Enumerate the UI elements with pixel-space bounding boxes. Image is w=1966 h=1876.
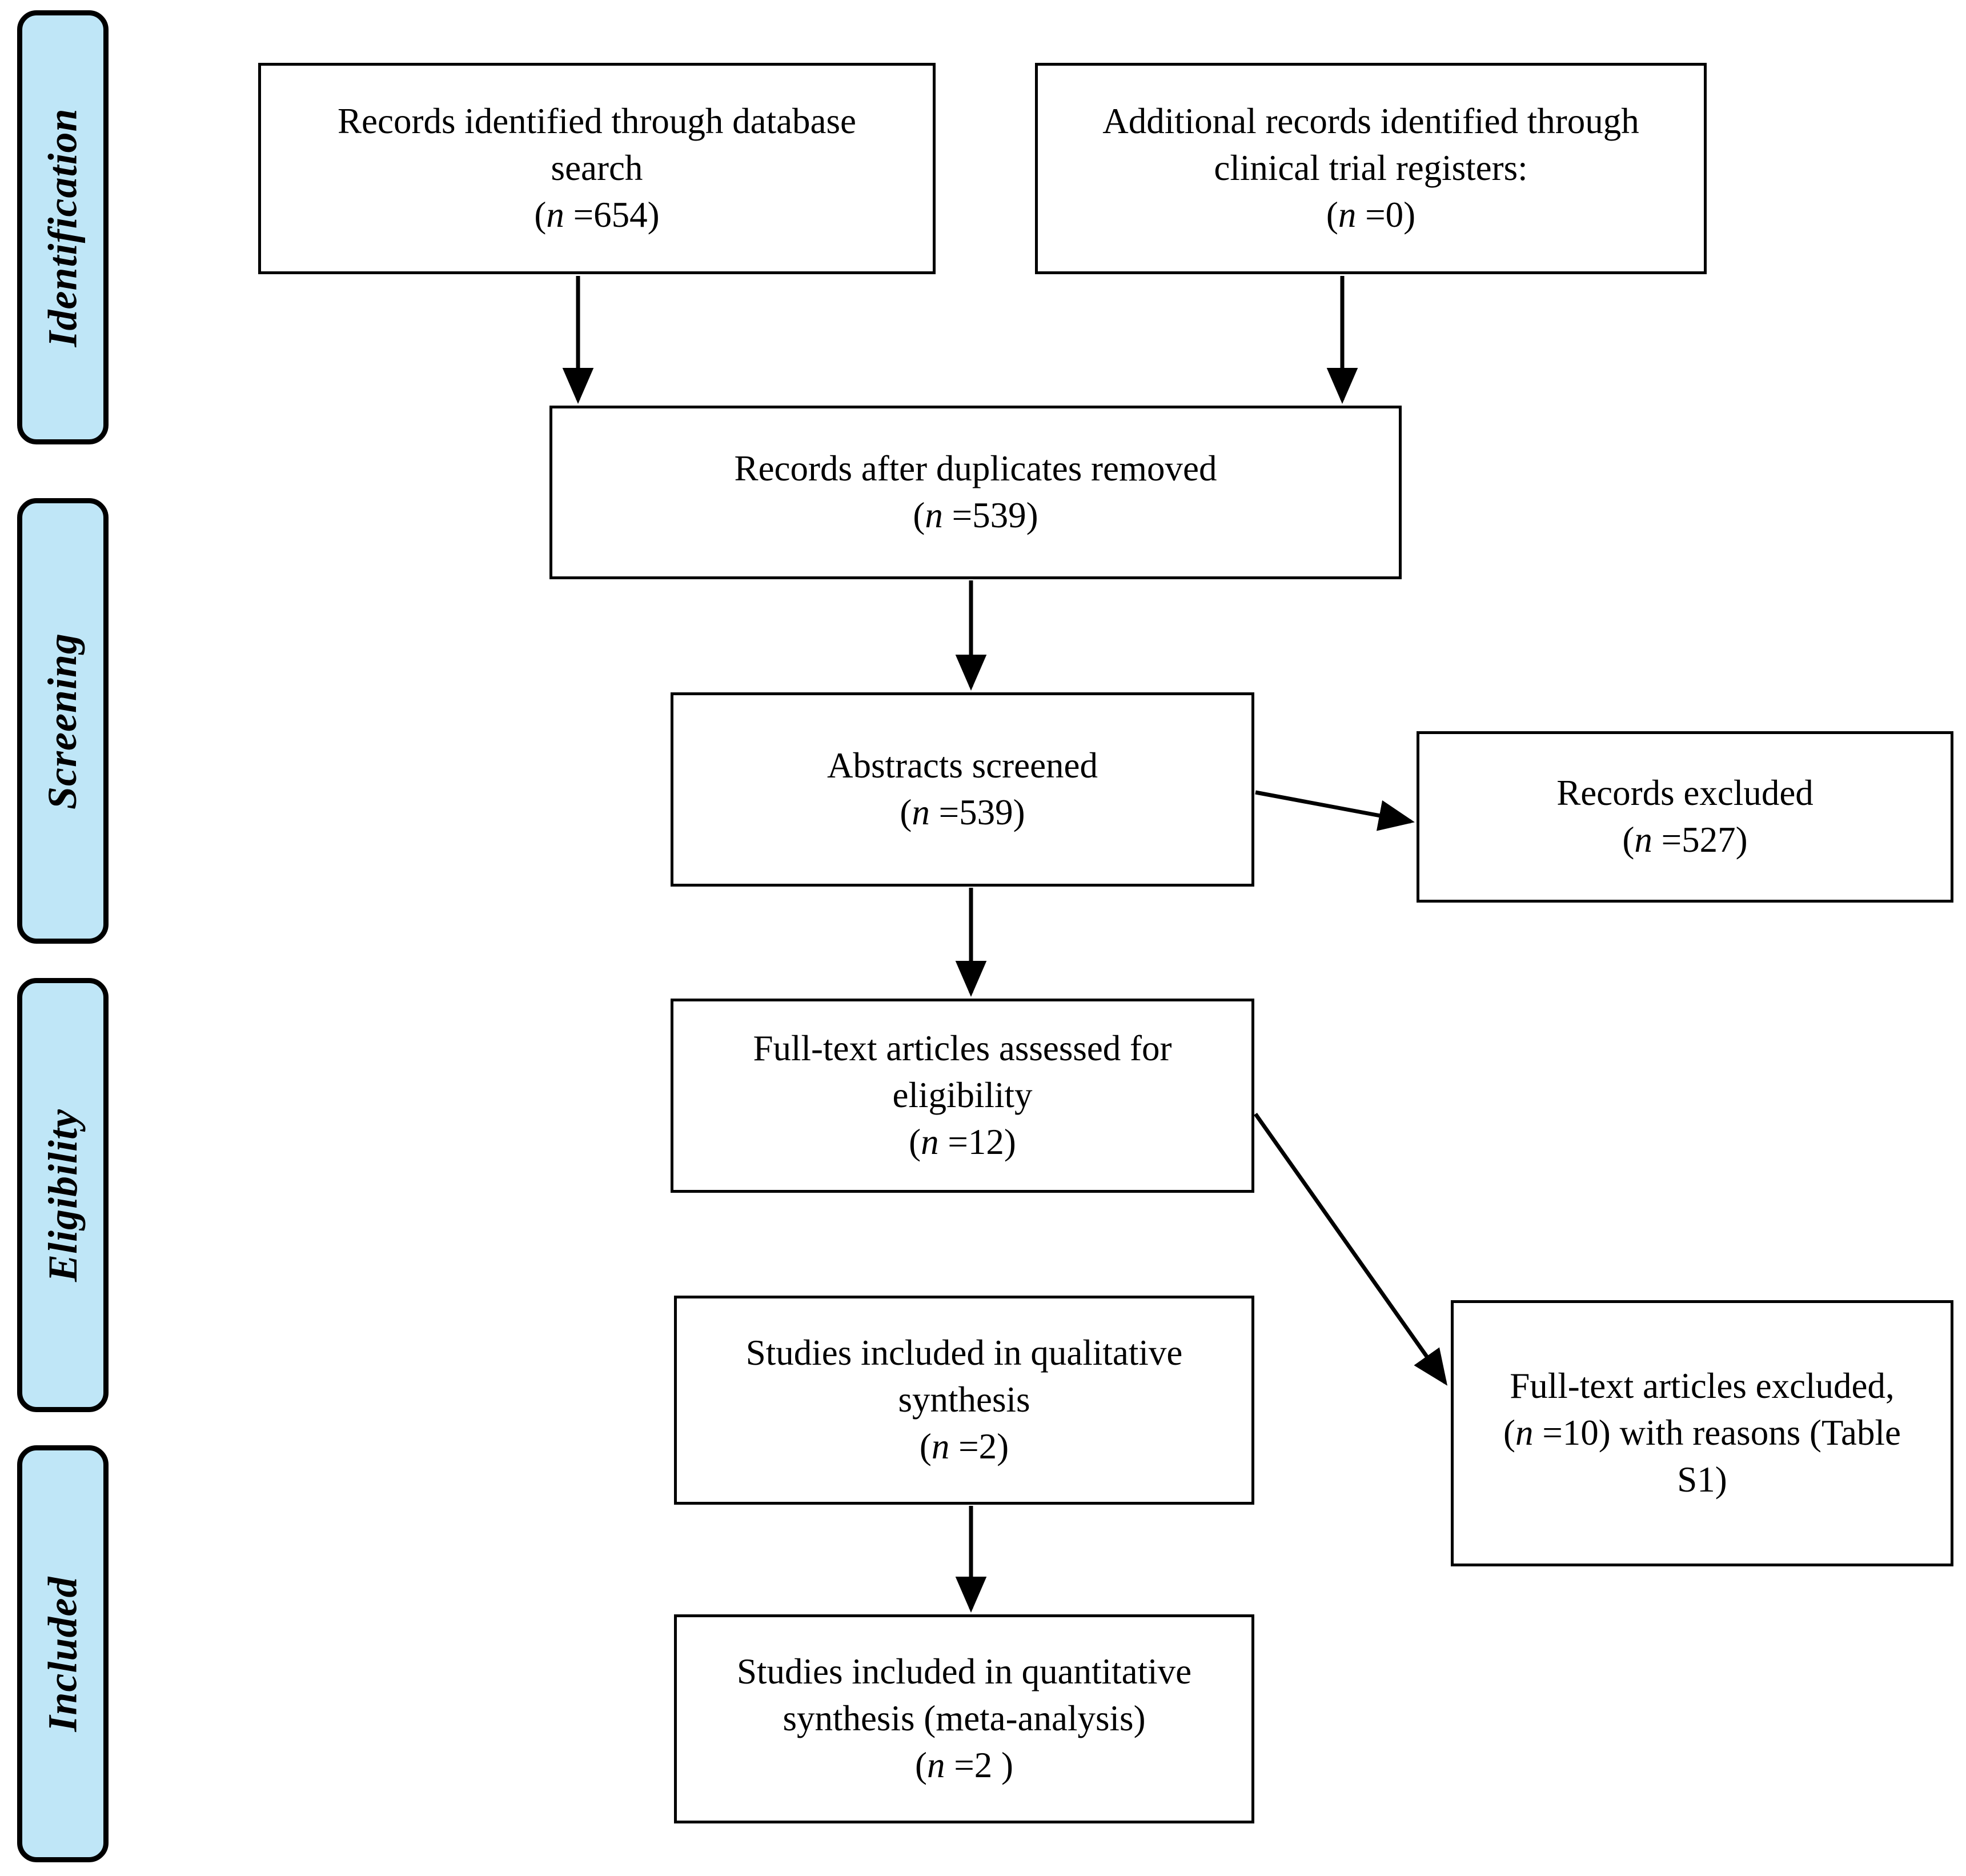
box-qualitative-synthesis: Studies included in qualitative synthesi… bbox=[674, 1296, 1254, 1505]
arrow-fulltext-to-excluded bbox=[1254, 1112, 1448, 1386]
quantitative-synthesis-line1: Studies included in quantitative bbox=[736, 1651, 1192, 1692]
box-additional-records-text: Additional records identified through cl… bbox=[1053, 98, 1689, 239]
duplicates-removed-count: (n =539) bbox=[567, 492, 1384, 539]
stage-bar-screening: Screening bbox=[17, 498, 109, 944]
n-symbol: n bbox=[1515, 1413, 1534, 1453]
box-qualitative-synthesis-text: Studies included in qualitative synthesi… bbox=[692, 1330, 1237, 1470]
box-records-excluded: Records excluded (n =527) bbox=[1417, 731, 1953, 903]
n-symbol: n bbox=[546, 194, 564, 235]
additional-records-count: (n =0) bbox=[1053, 192, 1689, 239]
fulltext-assessed-count: (n =12) bbox=[688, 1119, 1237, 1166]
records-identified-count: (n =654) bbox=[276, 192, 918, 239]
n-value: =539) bbox=[942, 495, 1038, 535]
n-value: =10) with reasons (Table bbox=[1533, 1413, 1901, 1453]
fulltext-assessed-line2: eligibility bbox=[892, 1075, 1033, 1116]
records-excluded-count: (n =527) bbox=[1434, 817, 1936, 864]
box-abstracts-screened-text: Abstracts screened (n =539) bbox=[688, 743, 1237, 836]
qualitative-synthesis-line1: Studies included in qualitative bbox=[745, 1333, 1183, 1373]
box-fulltext-assessed: Full-text articles assessed for eligibil… bbox=[671, 999, 1254, 1193]
stage-bar-eligibility: Eligibility bbox=[17, 978, 109, 1412]
paren-open: ( bbox=[1622, 820, 1635, 860]
n-symbol: n bbox=[1338, 194, 1357, 235]
stage-label-included: Included bbox=[39, 1576, 86, 1732]
fulltext-assessed-line1: Full-text articles assessed for bbox=[753, 1028, 1172, 1069]
stage-label-eligibility: Eligibility bbox=[39, 1108, 86, 1282]
paren-open: ( bbox=[919, 1426, 932, 1466]
box-quantitative-synthesis-text: Studies included in quantitative synthes… bbox=[692, 1649, 1237, 1789]
n-value: =2 ) bbox=[945, 1745, 1013, 1785]
box-duplicates-removed-text: Records after duplicates removed (n =539… bbox=[567, 446, 1384, 539]
n-value: =0) bbox=[1356, 194, 1416, 235]
qualitative-synthesis-count: (n =2) bbox=[692, 1424, 1237, 1470]
n-symbol: n bbox=[1634, 820, 1652, 860]
n-value: =2) bbox=[949, 1426, 1009, 1466]
qualitative-synthesis-line2: synthesis bbox=[898, 1380, 1030, 1420]
fulltext-excluded-line3: S1) bbox=[1677, 1459, 1727, 1500]
paren-open: ( bbox=[909, 1121, 921, 1162]
box-fulltext-assessed-text: Full-text articles assessed for eligibil… bbox=[688, 1025, 1237, 1166]
n-value: =12) bbox=[938, 1121, 1016, 1162]
box-abstracts-screened: Abstracts screened (n =539) bbox=[671, 692, 1254, 887]
n-symbol: n bbox=[931, 1426, 950, 1466]
paren-open: ( bbox=[915, 1745, 927, 1785]
box-fulltext-excluded-text: Full-text articles excluded, (n =10) wit… bbox=[1469, 1363, 1936, 1504]
records-identified-line2: search bbox=[551, 148, 643, 189]
stage-label-screening: Screening bbox=[39, 632, 86, 809]
n-symbol: n bbox=[921, 1121, 939, 1162]
quantitative-synthesis-count: (n =2 ) bbox=[692, 1742, 1237, 1789]
fulltext-excluded-line1: Full-text articles excluded, bbox=[1510, 1366, 1895, 1406]
stage-bar-included: Included bbox=[17, 1445, 109, 1862]
paren-open: ( bbox=[1326, 194, 1338, 235]
arrow-abstracts-to-excluded bbox=[1255, 790, 1415, 831]
fulltext-excluded-line2: (n =10) with reasons (Table bbox=[1469, 1410, 1936, 1457]
quantitative-synthesis-line2: synthesis (meta-analysis) bbox=[783, 1698, 1146, 1739]
n-symbol: n bbox=[912, 792, 930, 832]
stage-label-identification: Identification bbox=[39, 107, 86, 347]
box-records-identified-text: Records identified through database sear… bbox=[276, 98, 918, 239]
duplicates-removed-line1: Records after duplicates removed bbox=[734, 448, 1217, 489]
box-records-excluded-text: Records excluded (n =527) bbox=[1434, 770, 1936, 864]
n-value: =654) bbox=[564, 194, 660, 235]
stage-bar-identification: Identification bbox=[17, 10, 109, 444]
n-symbol: n bbox=[925, 495, 943, 535]
box-quantitative-synthesis: Studies included in quantitative synthes… bbox=[674, 1614, 1254, 1823]
records-identified-line1: Records identified through database bbox=[338, 101, 856, 142]
n-symbol: n bbox=[926, 1745, 945, 1785]
abstracts-screened-count: (n =539) bbox=[688, 789, 1237, 836]
abstracts-screened-line1: Abstracts screened bbox=[826, 745, 1098, 786]
paren-open: ( bbox=[913, 495, 925, 535]
paren-open: ( bbox=[900, 792, 912, 832]
records-excluded-line1: Records excluded bbox=[1556, 773, 1813, 813]
box-additional-records: Additional records identified through cl… bbox=[1035, 63, 1707, 274]
paren-open: ( bbox=[1503, 1413, 1516, 1453]
additional-records-line1: Additional records identified through bbox=[1102, 101, 1639, 142]
box-records-identified: Records identified through database sear… bbox=[258, 63, 936, 274]
additional-records-line2: clinical trial registers: bbox=[1214, 148, 1528, 189]
n-value: =539) bbox=[929, 792, 1025, 832]
n-value: =527) bbox=[1652, 820, 1748, 860]
box-fulltext-excluded: Full-text articles excluded, (n =10) wit… bbox=[1451, 1300, 1953, 1566]
box-duplicates-removed: Records after duplicates removed (n =539… bbox=[549, 406, 1402, 579]
paren-open: ( bbox=[534, 194, 547, 235]
